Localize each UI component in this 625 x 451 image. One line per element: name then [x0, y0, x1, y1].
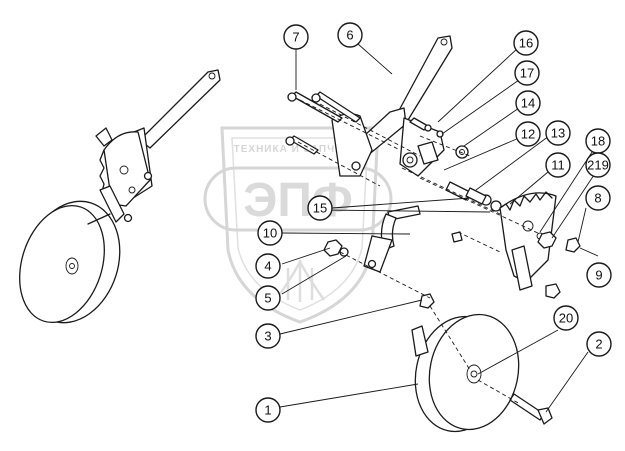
- callout-11: 11: [545, 152, 571, 178]
- svg-text:14: 14: [521, 96, 535, 111]
- svg-text:18: 18: [591, 134, 605, 149]
- svg-text:4: 4: [264, 259, 271, 274]
- callout-1: 1: [255, 397, 281, 423]
- svg-text:13: 13: [551, 126, 565, 141]
- svg-text:20: 20: [559, 311, 573, 326]
- svg-text:10: 10: [263, 226, 277, 241]
- callout-18: 18: [585, 128, 611, 154]
- svg-text:6: 6: [346, 28, 353, 43]
- callout-219: 219: [585, 152, 611, 178]
- watermark-logo: ЭПФ: [243, 174, 353, 227]
- callout-20: 20: [553, 305, 579, 331]
- svg-text:2: 2: [595, 337, 602, 352]
- callout-16: 16: [513, 30, 539, 56]
- svg-text:11: 11: [551, 158, 565, 173]
- callout-5: 5: [255, 285, 281, 311]
- callout-14: 14: [515, 90, 541, 116]
- callout-3: 3: [255, 323, 281, 349]
- callout-12: 12: [515, 121, 541, 147]
- watermark-text: ТЕХНИКА И ЗАПЧАСТИ: [234, 144, 367, 155]
- callout-17: 17: [514, 60, 540, 86]
- callout-13: 13: [545, 120, 571, 146]
- callout-6: 6: [337, 22, 363, 48]
- callout-10: 10: [257, 220, 283, 246]
- svg-text:16: 16: [519, 36, 533, 51]
- svg-text:17: 17: [520, 66, 534, 81]
- svg-text:7: 7: [292, 30, 299, 45]
- exploded-assembly: [285, 35, 581, 433]
- callout-8: 8: [585, 185, 611, 211]
- callout-15: 15: [307, 195, 333, 221]
- bolts-item-7: [285, 91, 361, 155]
- svg-text:9: 9: [595, 268, 602, 283]
- callout-7: 7: [283, 24, 309, 50]
- svg-text:5: 5: [264, 291, 271, 306]
- svg-text:8: 8: [594, 191, 601, 206]
- frame-arm: [395, 35, 453, 121]
- svg-text:219: 219: [587, 158, 609, 173]
- callout-2: 2: [586, 331, 612, 357]
- watermark: ТЕХНИКА И ЗАПЧАСТИ ЭПФ: [203, 126, 393, 324]
- svg-text:3: 3: [264, 329, 271, 344]
- svg-text:15: 15: [313, 201, 327, 216]
- callout-4: 4: [255, 253, 281, 279]
- callout-9: 9: [586, 262, 612, 288]
- svg-text:12: 12: [521, 127, 535, 142]
- assembled-wheel-unit: [19, 69, 221, 324]
- svg-text:1: 1: [264, 403, 271, 418]
- gauge-wheel: [411, 313, 520, 433]
